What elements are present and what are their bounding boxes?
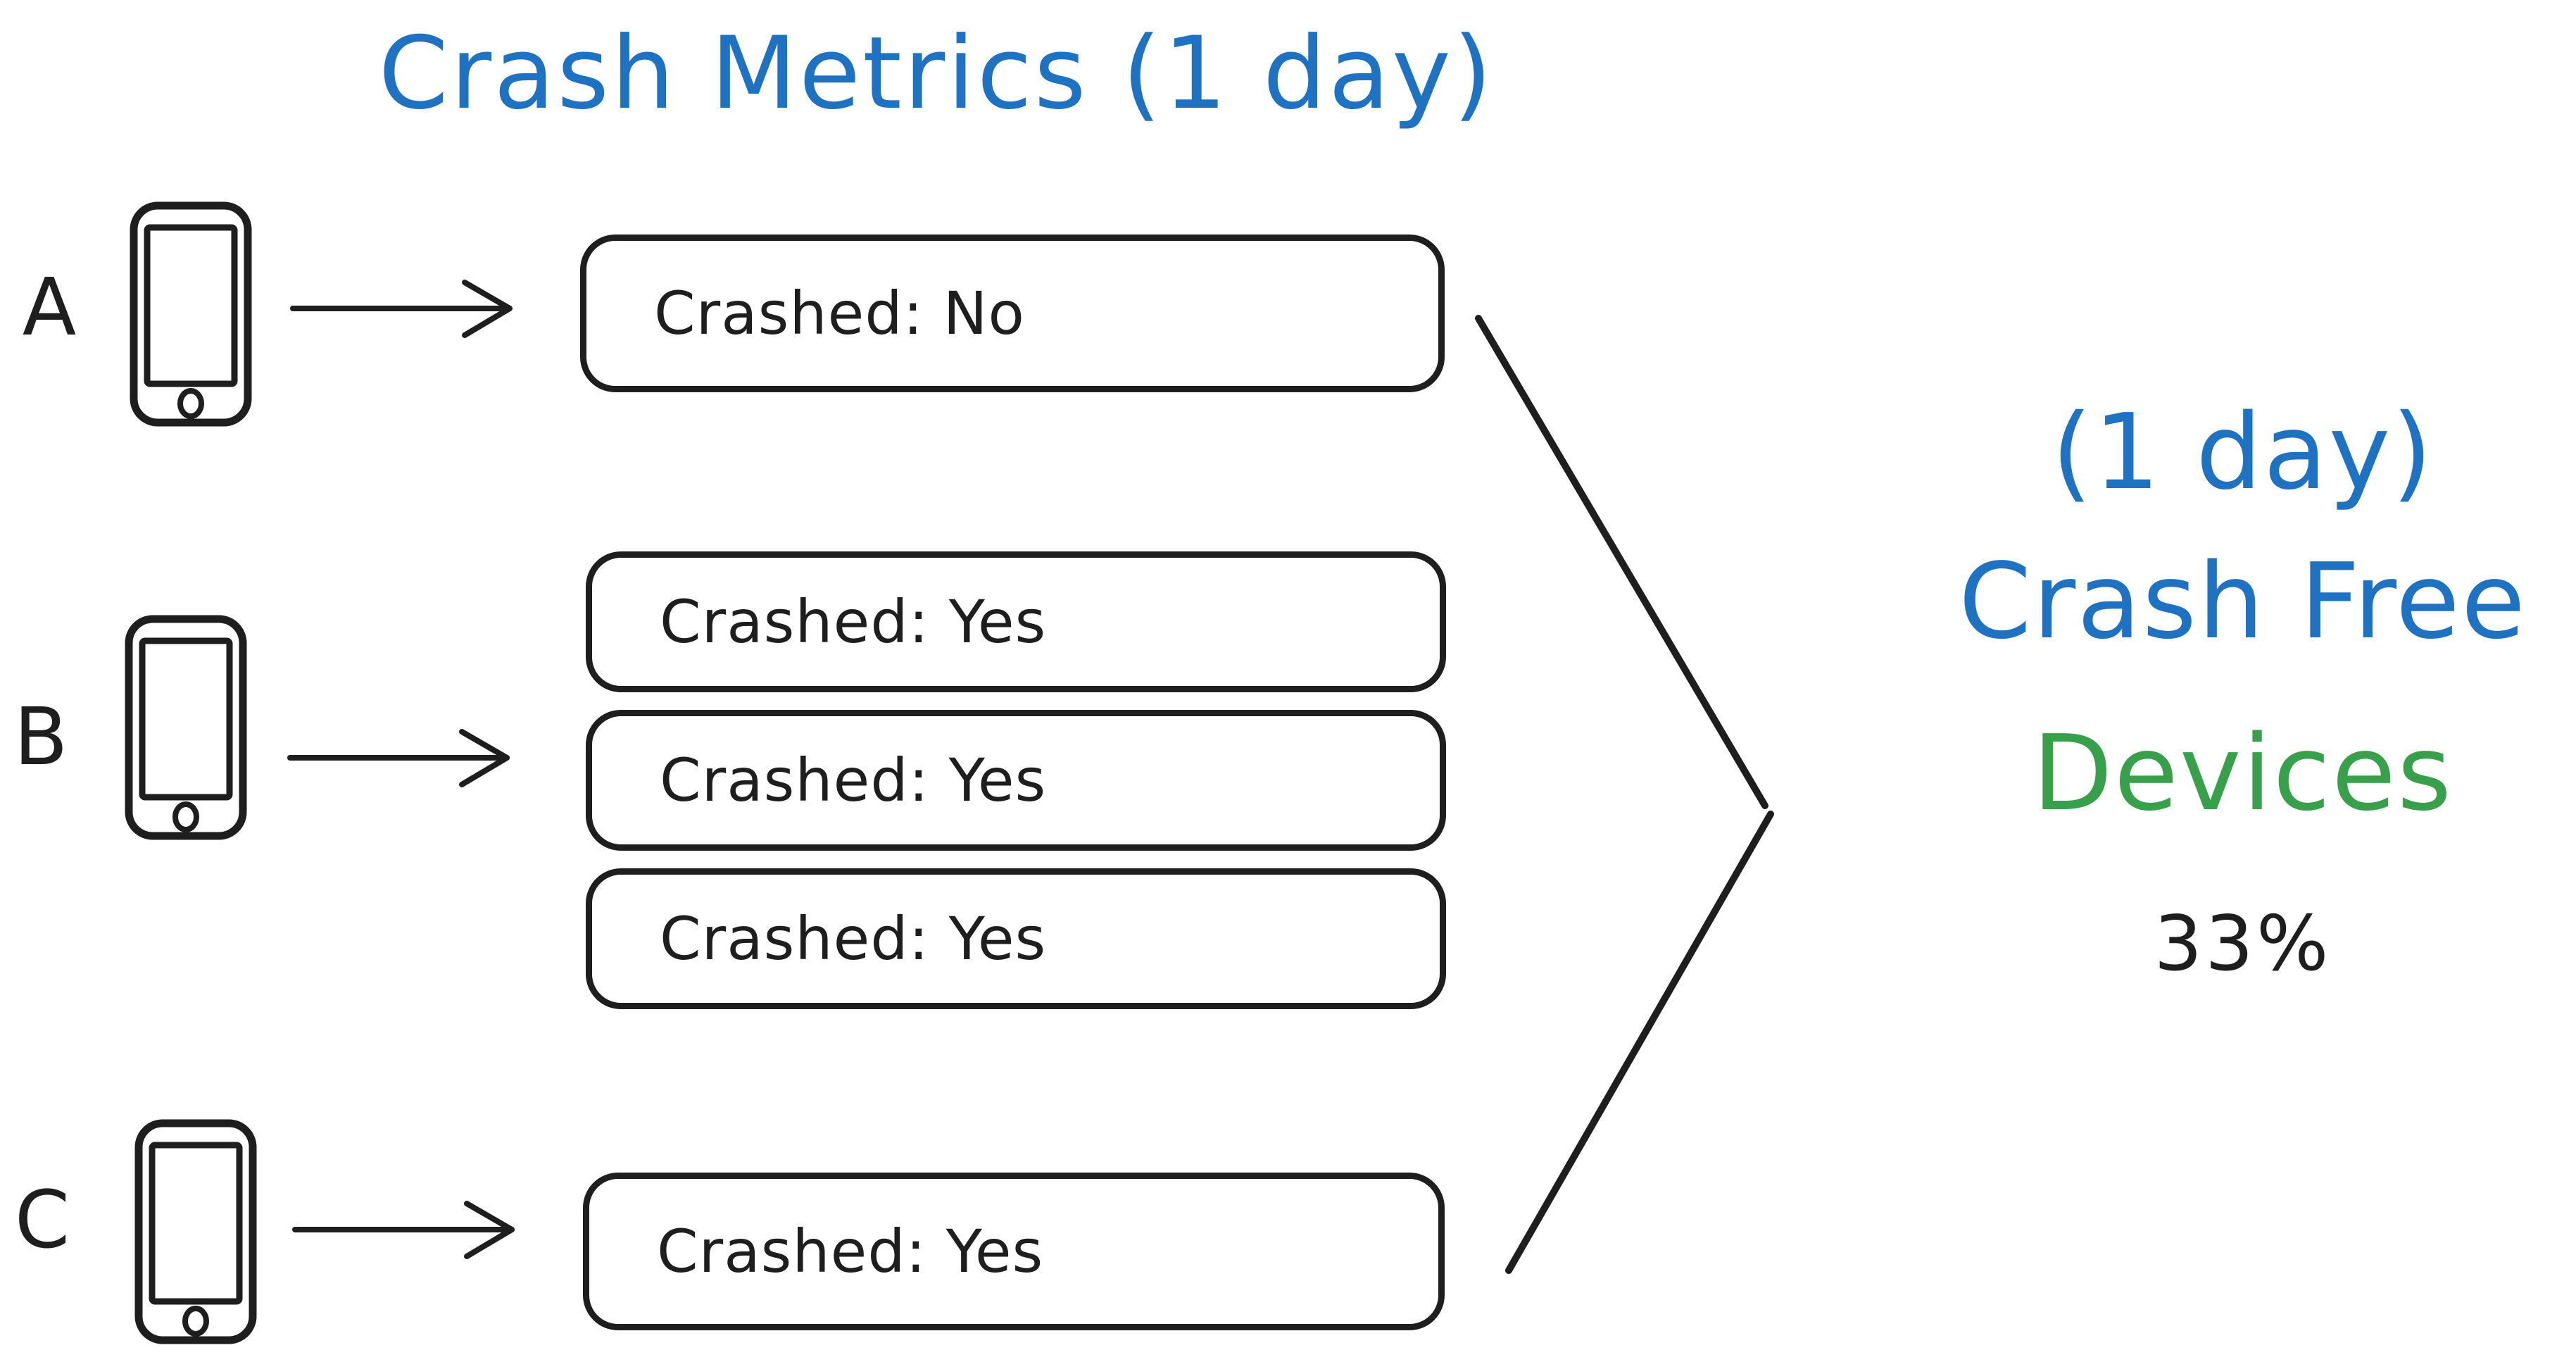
phone-icon: [125, 615, 247, 840]
chevron-merge-icon: [1475, 315, 1774, 1274]
session-box: Crashed: Yes: [583, 1173, 1445, 1330]
device-b-label: B: [13, 692, 68, 783]
result-value: 33%: [2154, 900, 2332, 988]
arrow-right-icon: [292, 1201, 515, 1259]
session-box: Crashed: Yes: [586, 551, 1446, 692]
session-box: Crashed: No: [580, 235, 1445, 392]
session-label: Crashed: No: [654, 279, 1025, 348]
result-metric: Crash Free: [1959, 541, 2527, 662]
session-box: Crashed: Yes: [586, 710, 1446, 851]
session-label: Crashed: Yes: [657, 1217, 1044, 1286]
phone-icon: [134, 1119, 257, 1344]
result-unit: Devices: [2032, 713, 2454, 834]
arrow-right-icon: [290, 280, 513, 338]
session-label: Crashed: Yes: [660, 746, 1047, 815]
device-a-label: A: [22, 262, 77, 354]
session-label: Crashed: Yes: [660, 587, 1047, 656]
session-box: Crashed: Yes: [586, 868, 1446, 1009]
arrow-right-icon: [287, 729, 510, 787]
session-label: Crashed: Yes: [660, 904, 1047, 973]
result-period: (1 day): [2052, 392, 2434, 513]
diagram-title: Crash Metrics (1 day): [378, 15, 1495, 132]
phone-icon: [130, 201, 252, 427]
device-c-label: C: [14, 1175, 70, 1266]
